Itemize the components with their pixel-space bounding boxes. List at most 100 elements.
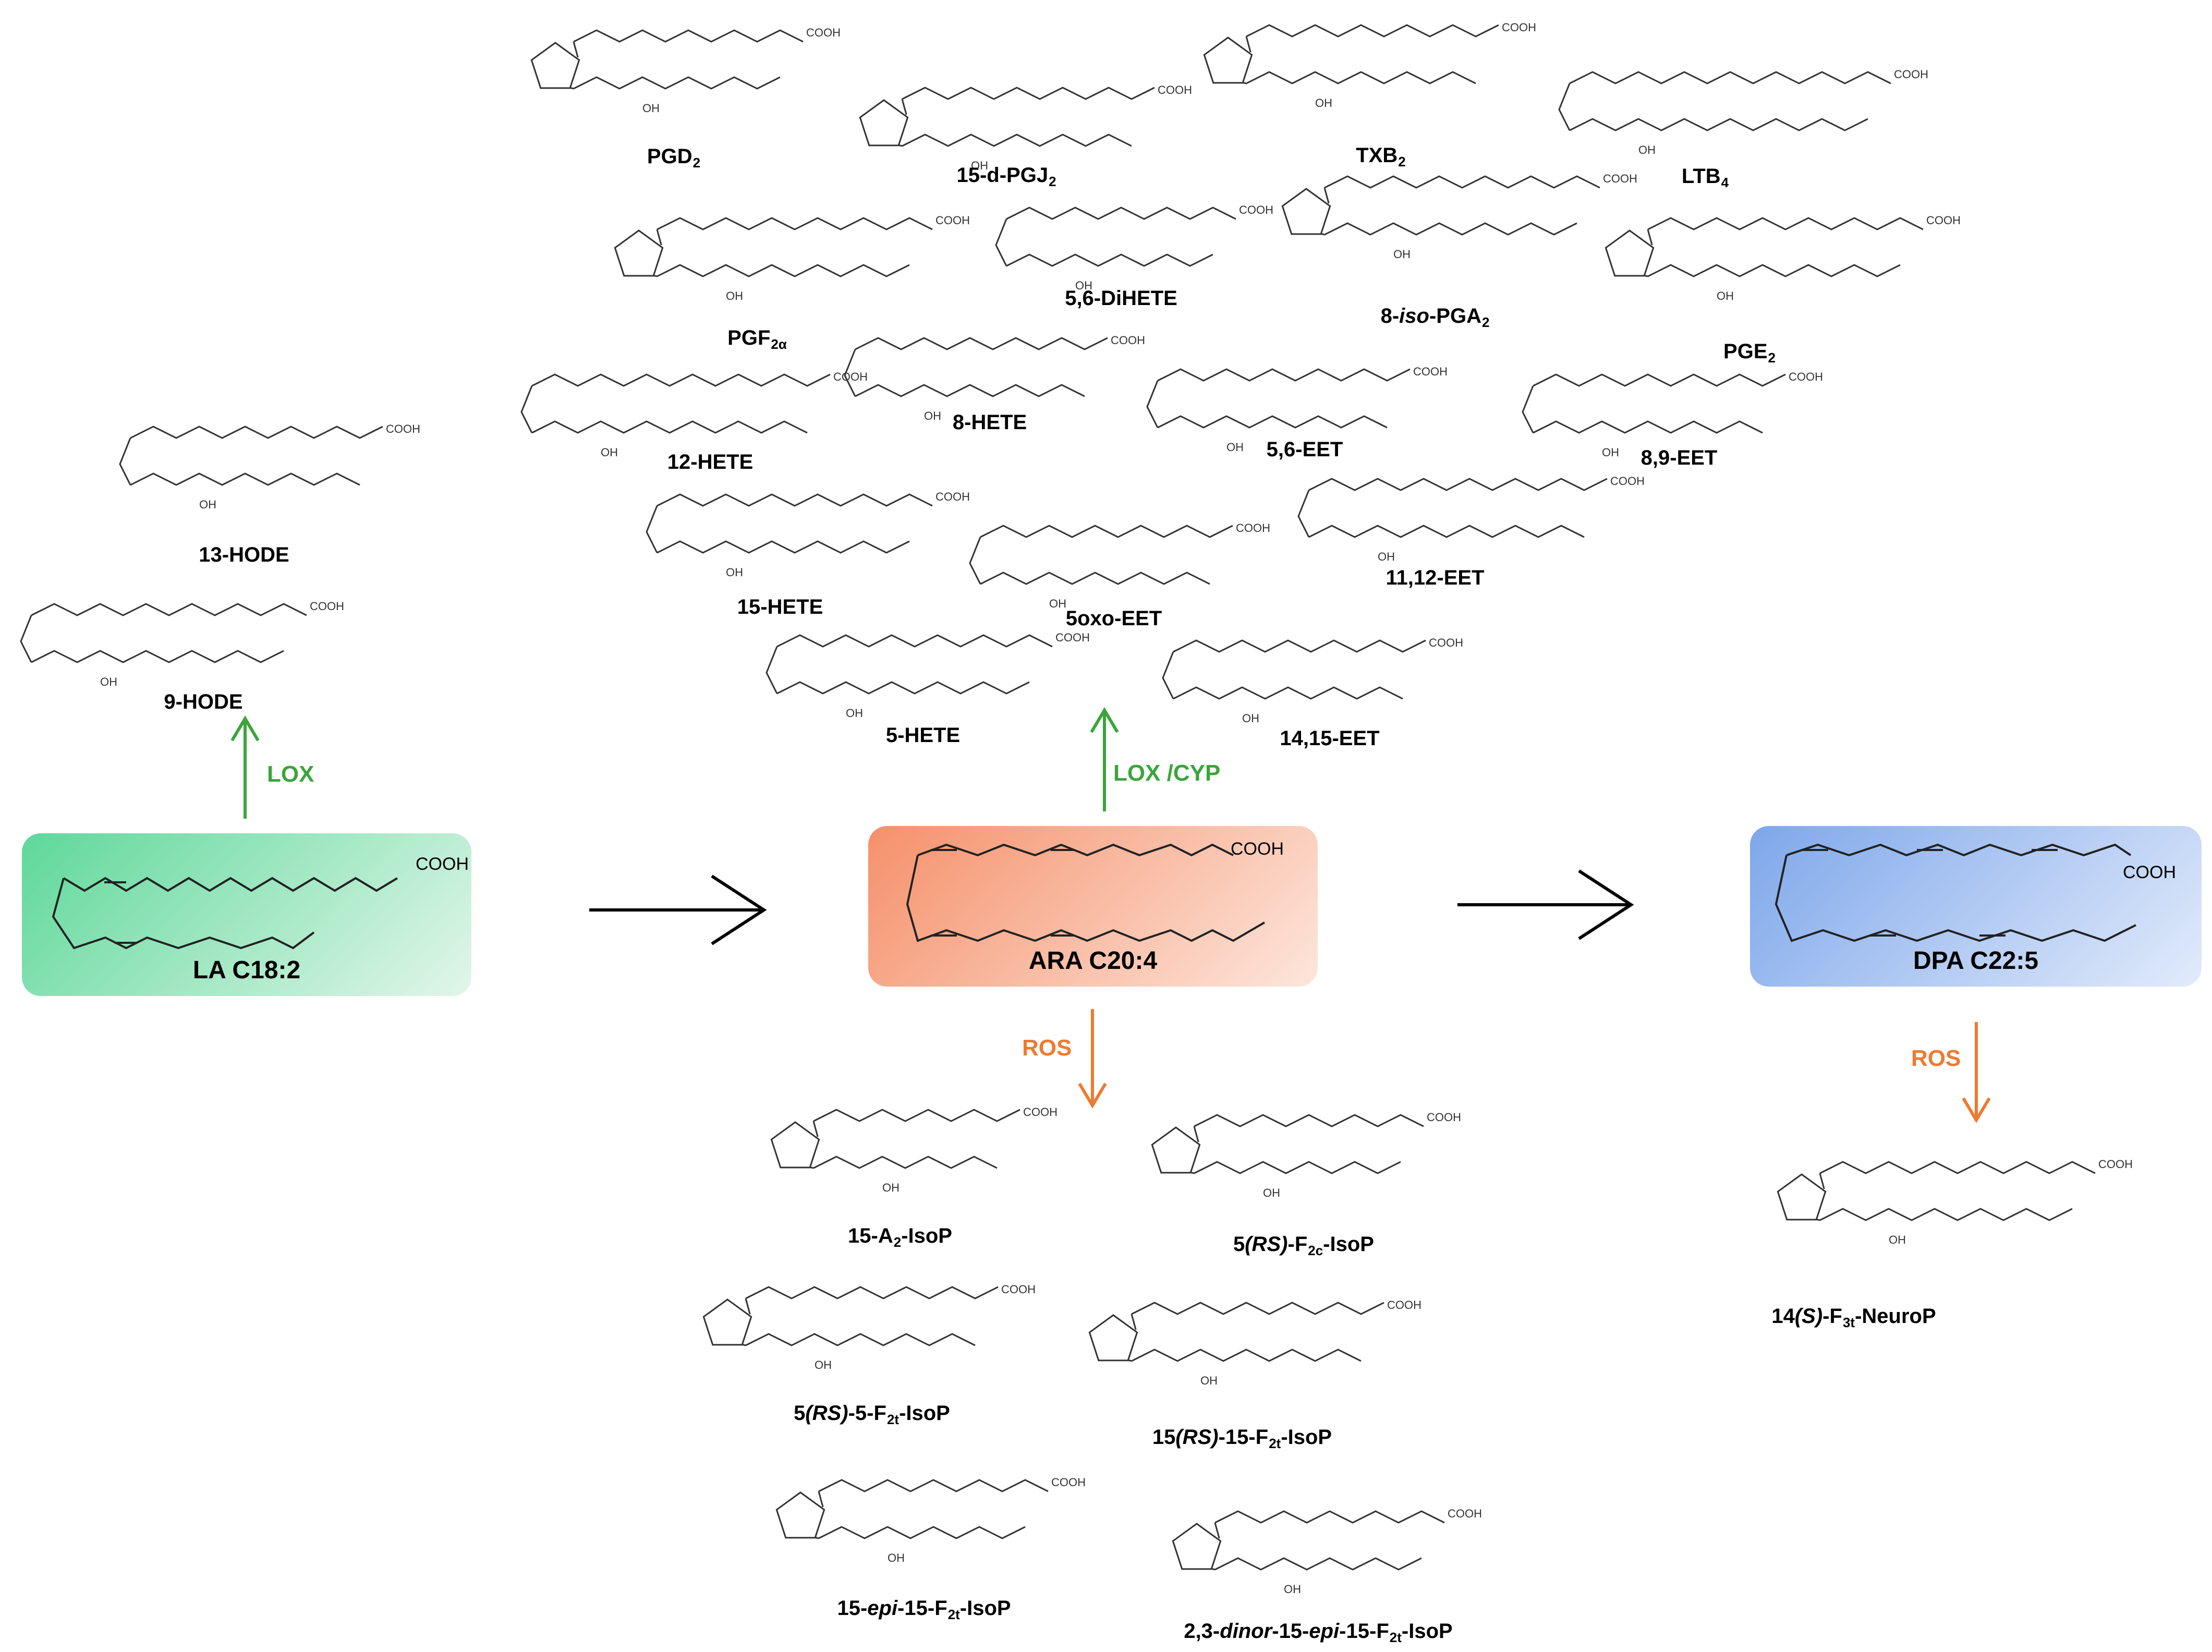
12-hete-oh-text: OH [601, 446, 618, 459]
ros-ara-arrow [1078, 1009, 1107, 1109]
pge2-structure: COOH OH [1605, 214, 1961, 302]
dpa-precursor-box: COOH DPA C22:5 [1750, 826, 2202, 987]
15-d-pgj2-oh-text: OH [971, 159, 988, 172]
15-epi-15-f2t-isop-oh-text: OH [888, 1551, 905, 1564]
8-iso-pga2-structure: COOH OH [1281, 172, 1637, 261]
12-hete-cooh-text: COOH [833, 370, 868, 383]
5oxo-eet-cooh-text: COOH [1236, 521, 1270, 535]
15-epi-15-f2t-isop-label: 15-epi-15-F2t-IsoP [837, 1597, 1011, 1622]
la-to-ara-arrow [589, 874, 767, 945]
5rs-f2c-isop-label: 5(RS)-F2c-IsoP [1233, 1233, 1374, 1258]
5-hete-label: 5-HETE [885, 724, 961, 747]
9-hode-label: 9-HODE [164, 690, 243, 713]
8-9-eet-cooh-text: COOH [1789, 370, 1823, 383]
8-iso-pga2-oh-text: OH [1393, 248, 1411, 261]
5oxo-eet-label: 5oxo-EET [1065, 607, 1162, 630]
8-hete-oh-text: OH [924, 409, 941, 422]
5oxo-eet-oh-text: OH [1049, 597, 1066, 610]
5rs-f2c-isop-structure: COOH OH [1151, 1111, 1461, 1199]
5-6-dihete-label: 5,6-DiHETE [1065, 287, 1177, 310]
15-a2-isop-cooh-text: COOH [1023, 1106, 1058, 1119]
5-6-eet-oh-text: OH [1226, 441, 1244, 454]
pgf2a-cooh-text: COOH [935, 214, 970, 227]
15-a2-isop-structure: COOH OH [770, 1106, 1058, 1194]
svg-text:COOH: COOH [2123, 863, 2176, 882]
13-hode-label: 13-HODE [199, 543, 289, 566]
5-6-dihete-cooh-text: COOH [1239, 203, 1273, 216]
13-hode-structure: COOH OH [119, 422, 420, 511]
la-precursor-box: COOH LA C18:2 [22, 833, 471, 996]
15rs-15-f2t-isop-label: 15(RS)-15-F2t-IsoP [1152, 1426, 1332, 1451]
2-3-dinor-oh-text: OH [1284, 1583, 1301, 1596]
5rs-f2c-isop-oh-text: OH [1263, 1186, 1280, 1199]
pge2-oh-text: OH [1717, 289, 1734, 302]
pgd2-cooh-text: COOH [806, 26, 841, 39]
8-iso-pga2-cooh-text: COOH [1603, 172, 1637, 185]
lox-cyp-label: LOX /CYP [1113, 760, 1221, 786]
pgd2-structure: COOH OH [530, 26, 841, 115]
14s-f3t-neurop-oh-text: OH [1889, 1233, 1906, 1246]
15-d-pgj2-cooh-text: COOH [1158, 83, 1192, 96]
dpa-structure: COOH [1775, 843, 2176, 942]
8-hete-cooh-text: COOH [1111, 334, 1145, 347]
5-hete-oh-text: OH [846, 707, 863, 720]
12-hete-structure: COOH OH [520, 370, 868, 459]
14-15-eet-structure: COOH OH [1162, 636, 1463, 725]
15-a2-isop-oh-text: OH [882, 1181, 900, 1194]
14s-f3t-neurop-structure: COOH OH [1777, 1158, 2133, 1246]
11-12-eet-label: 11,12-EET [1385, 566, 1485, 589]
ros-dpa-arrow [1962, 1022, 1991, 1123]
14s-f3t-neurop-cooh-text: COOH [2098, 1158, 2133, 1171]
15rs-15-f2t-isop-oh-text: OH [1200, 1374, 1218, 1387]
2-3-dinor-cooh-text: COOH [1448, 1507, 1482, 1520]
txb2-oh-text: OH [1315, 96, 1332, 110]
pgd2-oh-text: OH [642, 102, 660, 115]
14-15-eet-cooh-text: COOH [1429, 636, 1463, 649]
pge2-label: PGE2 [1723, 340, 1776, 366]
ros-dpa-label: ROS [1911, 1046, 1961, 1071]
15rs-15-f2t-isop-cooh-text: COOH [1387, 1298, 1421, 1311]
txb2-cooh-text: COOH [1502, 21, 1536, 34]
dpa-label: DPA C22:5 [1913, 947, 2039, 975]
13-hode-oh-text: OH [199, 498, 216, 511]
14s-f3t-neurop-label: 14(S)-F3t-NeuroP [1771, 1305, 1936, 1330]
11-12-eet-cooh-text: COOH [1610, 475, 1645, 488]
13-hode-cooh-text: COOH [386, 422, 420, 435]
txb2-label: TXB2 [1356, 144, 1406, 169]
la-structure: COOH [52, 854, 469, 950]
5-6-dihete-oh-text: OH [1075, 279, 1092, 292]
5rs-5-f2t-isop-cooh-text: COOH [1001, 1283, 1036, 1296]
txb2-structure: COOH OH [1203, 21, 1536, 110]
15-hete-structure: COOH OH [646, 490, 970, 579]
15-d-pgj2-label: 15-d-PGJ2 [956, 164, 1056, 189]
5rs-5-f2t-isop-structure: COOH OH [702, 1283, 1036, 1371]
5-6-eet-label: 5,6-EET [1266, 438, 1343, 461]
8-hete-structure: COOH OH [844, 334, 1145, 422]
15-hete-label: 15-HETE [737, 596, 823, 618]
14-15-eet-oh-text: OH [1242, 712, 1259, 725]
ltb4-label: LTB4 [1681, 165, 1729, 190]
pgd2-label: PGD2 [647, 145, 701, 171]
2-3-dinor-15-epi-15-f2t-isop-label: 2,3-dinor-15-epi-15-F2t-IsoP [1184, 1620, 1453, 1645]
15-hete-oh-text: OH [726, 566, 743, 579]
ros-ara-label: ROS [1022, 1035, 1072, 1061]
pge2-cooh-text: COOH [1926, 214, 1961, 227]
ara-to-dpa-arrow [1457, 869, 1634, 940]
5-6-dihete-structure: COOH OH [995, 203, 1273, 292]
15-a2-isop-label: 15-A2-IsoP [848, 1224, 952, 1250]
5rs-f2c-isop-cooh-text: COOH [1427, 1111, 1461, 1124]
15-hete-cooh-text: COOH [935, 490, 970, 503]
8-9-eet-label: 8,9-EET [1640, 446, 1718, 469]
lox-cyp-arrow [1090, 707, 1119, 811]
5rs-5-f2t-isop-oh-text: OH [815, 1358, 832, 1371]
ara-label: ARA C20:4 [1028, 947, 1158, 975]
12-hete-label: 12-HETE [667, 451, 753, 473]
